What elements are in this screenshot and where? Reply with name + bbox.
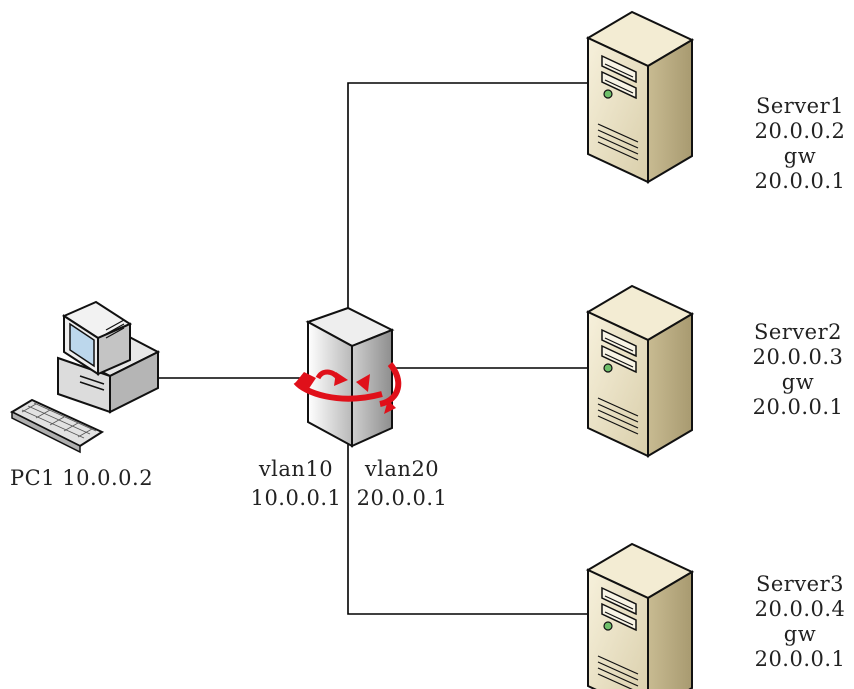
server3-name: Server3 <box>755 572 845 596</box>
server2-gw-label: gw <box>781 370 815 394</box>
server1-name: Server1 <box>755 94 845 118</box>
vlan10-label: vlan10 10.0.0.1 <box>246 457 346 511</box>
vlan10-ip: 10.0.0.1 <box>250 486 342 510</box>
tower-server-icon[interactable] <box>587 285 693 457</box>
server2-gw: 20.0.0.1 <box>752 395 844 419</box>
network-links <box>158 82 590 615</box>
server1-ip: 20.0.0.2 <box>754 119 846 143</box>
server3-ip: 20.0.0.4 <box>754 597 846 621</box>
tower-server-icon[interactable] <box>587 11 693 183</box>
server1-label: Server1 20.0.0.2 gw 20.0.0.1 <box>748 94 852 194</box>
server2-ip: 20.0.0.3 <box>752 345 844 369</box>
vlan20-label: vlan20 20.0.0.1 <box>352 457 452 511</box>
server2-label: Server2 20.0.0.3 gw 20.0.0.1 <box>746 320 850 420</box>
vlan20-ip: 20.0.0.1 <box>356 486 448 510</box>
tower-server-icon[interactable] <box>587 543 693 689</box>
server1-gw: 20.0.0.1 <box>754 169 846 193</box>
server3-gw-label: gw <box>783 622 817 646</box>
server3-label: Server3 20.0.0.4 gw 20.0.0.1 <box>748 572 852 672</box>
vlan10-name: vlan10 <box>258 457 334 481</box>
server3-gw: 20.0.0.1 <box>754 647 846 671</box>
pc-label: PC1 10.0.0.2 <box>10 466 153 491</box>
server2-name: Server2 <box>753 320 843 344</box>
pc-label-text: PC1 10.0.0.2 <box>10 466 154 490</box>
layer3-switch-icon[interactable] <box>293 306 402 448</box>
link-switch-server3 <box>347 440 590 615</box>
desktop-computer-icon[interactable] <box>9 300 161 454</box>
link-switch-server1 <box>347 82 590 312</box>
server1-gw-label: gw <box>783 144 817 168</box>
vlan20-name: vlan20 <box>364 457 440 481</box>
